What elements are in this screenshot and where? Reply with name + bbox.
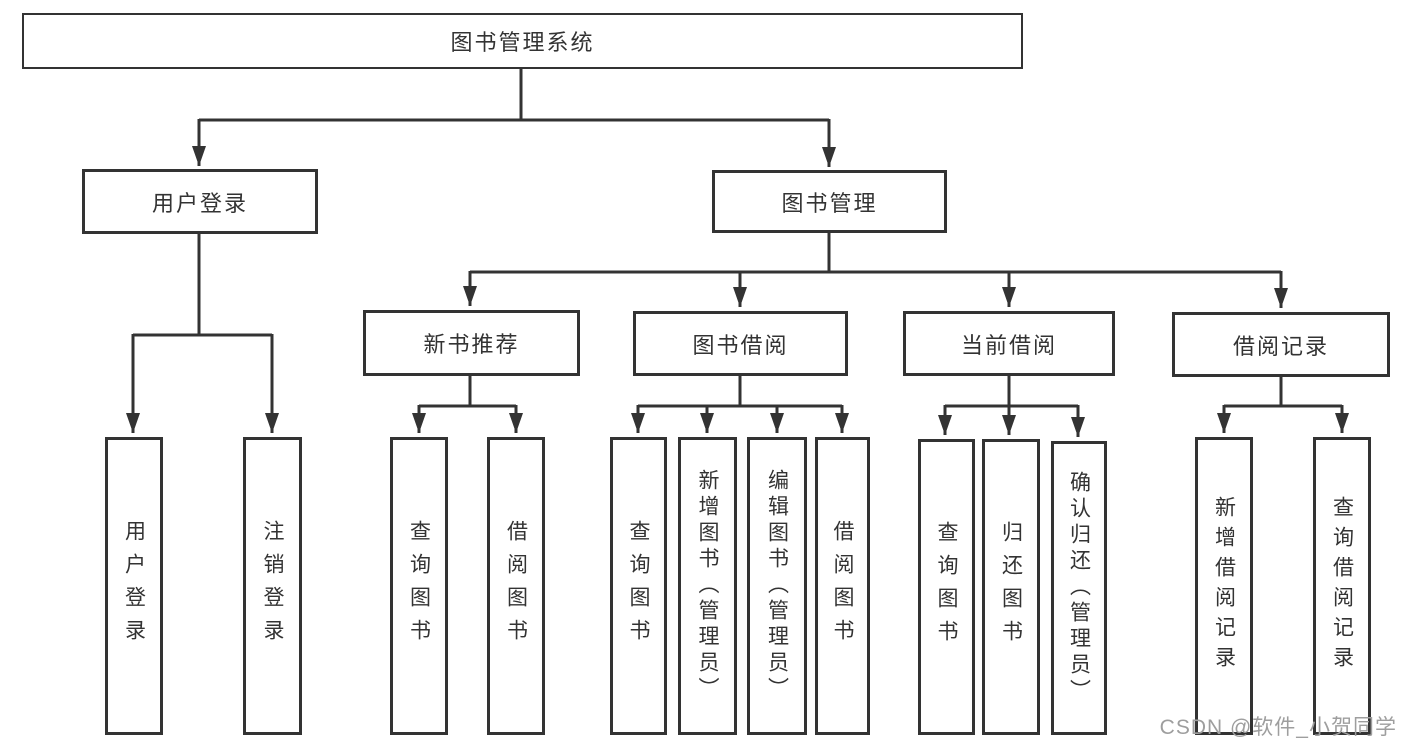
node-book-borrow: 图书借阅 [633, 311, 848, 376]
node-leaf-add-borrow-record: 新增借阅记录 [1195, 437, 1253, 735]
node-user-login: 用户登录 [82, 169, 318, 234]
node-label: 图书管理 [781, 190, 878, 216]
node-book-management: 图书管理 [712, 170, 947, 233]
node-leaf-borrow-query-books: 查询图书 [610, 437, 667, 735]
node-leaf-query-borrow-record: 查询借阅记录 [1313, 437, 1371, 735]
node-label: 借阅图书 [504, 520, 528, 652]
node-leaf-logout: 注销登录 [243, 437, 302, 735]
node-leaf-recommend-borrow-books: 借阅图书 [487, 437, 545, 735]
connector-new-book-branch [412, 376, 523, 433]
connector-user-login-branch [126, 234, 279, 433]
node-leaf-edit-books-admin: 编辑图书（管理员） [747, 437, 807, 735]
node-leaf-recommend-query-books: 查询图书 [390, 437, 448, 735]
node-current-borrow: 当前借阅 [903, 311, 1115, 376]
node-label: 查询借阅记录 [1330, 496, 1354, 676]
node-label: 借阅图书 [831, 520, 854, 652]
node-label: 查询图书 [407, 520, 431, 652]
node-label: 图书借阅 [692, 332, 789, 358]
node-label: 图书管理系统 [450, 30, 595, 55]
node-leaf-add-books-admin: 新增图书（管理员） [678, 437, 737, 735]
connector-book-management-branch [463, 233, 1288, 308]
node-borrow-records: 借阅记录 [1172, 312, 1390, 377]
node-label: 注销登录 [261, 520, 284, 652]
node-new-book-recommend: 新书推荐 [363, 310, 580, 376]
node-label: 编辑图书（管理员） [765, 469, 789, 703]
node-label: 用户登录 [122, 520, 146, 652]
connector-borrow-records-branch [1217, 377, 1349, 433]
node-leaf-user-login: 用户登录 [105, 437, 163, 735]
node-library-management-system: 图书管理系统 [22, 13, 1023, 69]
node-leaf-current-query-books: 查询图书 [918, 439, 975, 735]
node-label: 新书推荐 [423, 332, 520, 357]
node-label: 确认归还（管理员） [1067, 471, 1091, 705]
node-leaf-borrow-books: 借阅图书 [815, 437, 870, 735]
node-label: 新增图书（管理员） [696, 469, 719, 703]
node-label: 查询图书 [935, 521, 958, 653]
connector-root-branch [192, 69, 836, 167]
connector-book-borrow-branch [631, 376, 849, 433]
node-label: 借阅记录 [1232, 333, 1329, 359]
node-leaf-return-books: 归还图书 [982, 439, 1040, 735]
node-label: 查询图书 [627, 520, 650, 652]
csdn-watermark: CSDN @软件_小贺同学 [1159, 716, 1397, 739]
node-label: 当前借阅 [960, 332, 1057, 358]
connector-current-borrow-branch [938, 376, 1085, 437]
node-label: 新增借阅记录 [1212, 496, 1236, 676]
node-label: 用户登录 [151, 190, 248, 216]
node-leaf-confirm-return-admin: 确认归还（管理员） [1051, 441, 1107, 735]
node-label: 归还图书 [999, 521, 1023, 653]
